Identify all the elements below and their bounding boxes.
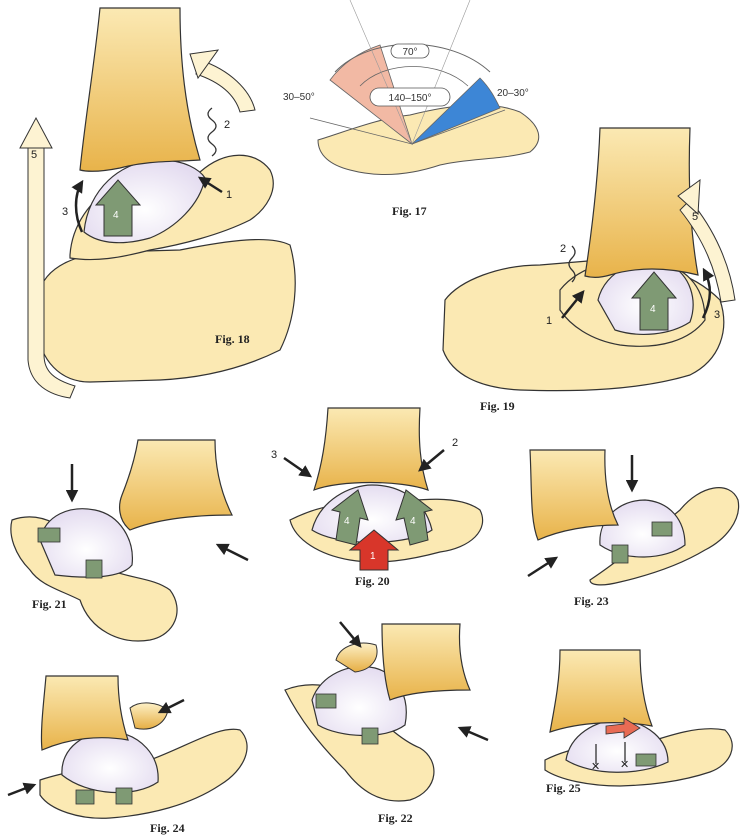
fig20-label-1: 1 — [370, 551, 376, 562]
fig17-caption: Fig. 17 — [392, 204, 427, 218]
fig-24: Fig. 24 — [8, 676, 247, 835]
fig22-caption: Fig. 22 — [378, 811, 413, 825]
fig17-angle-right: 20–30° — [497, 88, 529, 99]
fig17-foot — [318, 105, 539, 175]
fig-19: 5 2 1 4 3 Fig. 19 — [443, 128, 735, 413]
fig18-label-4: 4 — [113, 210, 119, 221]
fig-20: 4 4 1 3 2 Fig. 20 — [271, 408, 483, 588]
fig20-label-2: 2 — [452, 437, 458, 449]
fig25-caption: Fig. 25 — [546, 781, 581, 795]
fig19-tibia — [585, 128, 698, 277]
fig24-arrow-right — [8, 785, 34, 795]
fig18-caption: Fig. 18 — [215, 332, 250, 346]
fig21-caption: Fig. 21 — [32, 597, 67, 611]
fig17-angle-top: 70° — [402, 47, 417, 58]
fig19-label-2: 2 — [560, 243, 566, 255]
fig25-tibia — [550, 650, 652, 732]
fig18-label-3: 3 — [62, 206, 68, 218]
fig20-tibia — [314, 408, 428, 490]
fig19-label-3: 3 — [714, 309, 720, 321]
fig20-arrow-2 — [420, 450, 444, 470]
fig21-ligament-torn-left — [38, 528, 60, 542]
fig21-tibia-displaced — [120, 440, 232, 530]
fig-22: Fig. 22 — [285, 622, 488, 825]
fig18-calcaneus — [38, 240, 295, 382]
fig18-label-5: 5 — [31, 149, 37, 161]
fig-17: 140–150° 70° 30–50° 20–30° Fig. 17 — [283, 0, 539, 218]
fig22-ligament-center — [362, 728, 378, 744]
fig19-label-4: 4 — [650, 304, 656, 315]
fig-23: Fig. 23 — [528, 450, 739, 608]
fig24-caption: Fig. 24 — [150, 821, 185, 835]
fig24-ligament-left — [76, 790, 94, 804]
fig24-ligament-center — [116, 788, 132, 804]
fig19-caption: Fig. 19 — [480, 399, 515, 413]
fig-18: 5 2 1 4 3 Fig. 18 — [20, 8, 295, 398]
fig18-label-1: 1 — [226, 189, 232, 201]
fig24-talar-dome — [62, 732, 158, 793]
fig18-tibia — [80, 8, 200, 171]
fig23-caption: Fig. 23 — [574, 594, 609, 608]
fig20-label-3: 3 — [271, 449, 277, 461]
fig18-label-2: 2 — [224, 119, 230, 131]
fig23-ligament-torn-center — [612, 545, 628, 563]
fig-21: Fig. 21 — [11, 440, 248, 641]
fig25-x-right: ✕ — [620, 759, 629, 771]
fig23-ligament-torn-right — [652, 522, 672, 536]
fig24-fracture-fragment — [130, 703, 168, 729]
fig18-ligament-2 — [208, 108, 216, 156]
fig20-caption: Fig. 20 — [355, 574, 390, 588]
fig22-arrow-left — [460, 728, 488, 740]
fig20-label-4b: 4 — [410, 516, 416, 527]
fig23-arrow-right — [528, 558, 556, 576]
fig17-angle-center: 140–150° — [389, 93, 432, 104]
fig19-label-5: 5 — [692, 211, 698, 223]
fig22-tibia — [382, 624, 470, 700]
fig25-x-left: ✕ — [591, 761, 600, 773]
fig17-angle-left: 30–50° — [283, 92, 315, 103]
fig20-label-4a: 4 — [344, 516, 350, 527]
fig22-arrow-down — [340, 622, 360, 646]
fig25-ligament — [636, 754, 656, 766]
fig22-ligament-left — [316, 694, 336, 708]
fig24-arrow-fragment — [160, 700, 184, 712]
fig20-arrow-3 — [284, 458, 310, 476]
fig21-ligament-torn-center — [86, 560, 102, 578]
fig21-arrow-left — [218, 545, 248, 560]
fig19-label-1: 1 — [546, 315, 552, 327]
fig-25: ✕ ✕ Fig. 25 — [545, 650, 732, 795]
